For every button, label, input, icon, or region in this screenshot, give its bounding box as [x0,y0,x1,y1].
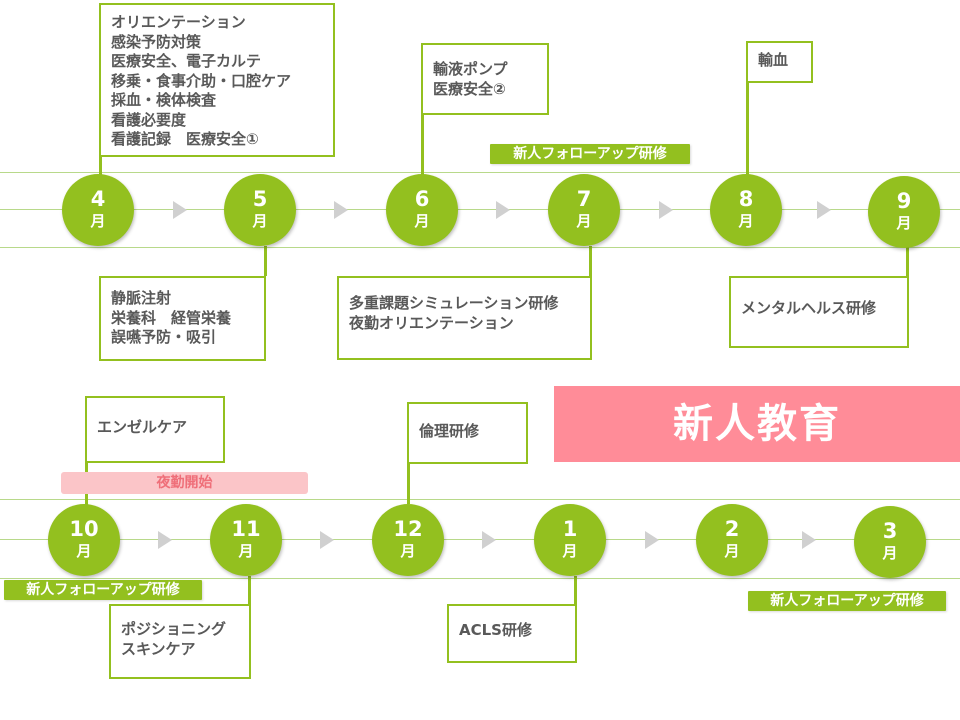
arrow-right-icon [173,201,187,219]
month-circle-jul: 7 月 [548,174,620,246]
arrow-right-icon [645,531,659,549]
badge-followup-october: 新人フォローアップ研修 [4,580,202,600]
month-circle-jun: 6 月 [386,174,458,246]
connector-dec [407,462,410,504]
box-august-topics: 輸血 [746,41,813,83]
month-number: 8 [738,187,754,211]
month-suffix: 月 [562,542,578,560]
box-june-bottom-topics: 多重課題シミュレーション研修 夜勤オリエンテーション [337,276,592,360]
month-circle-aug: 8 月 [710,174,782,246]
month-circle-sep: 9 月 [868,176,940,248]
arrow-right-icon [802,531,816,549]
month-circle-oct: 10 月 [48,504,120,576]
box-april-topics: オリエンテーション 感染予防対策 医療安全、電子カルテ 移乗・食事介助・口腔ケア… [99,3,335,157]
badge-followup-july: 新人フォローアップ研修 [490,144,690,164]
month-suffix: 月 [400,542,416,560]
connector-apr [99,156,102,176]
row2-line-top [0,499,960,500]
month-number: 2 [724,517,740,541]
connector-sep [906,246,909,276]
month-suffix: 月 [238,542,254,560]
box-may-topics: 静脈注射 栄養科 経管栄養 誤嚥予防・吸引 [99,276,266,361]
month-number: 9 [896,189,912,213]
month-circle-jan: 1 月 [534,504,606,576]
arrow-right-icon [817,201,831,219]
month-suffix: 月 [882,544,898,562]
month-number: 1 [562,517,578,541]
box-june-top-topics: 輸液ポンプ 医療安全② [421,43,549,115]
month-circle-nov: 11 月 [210,504,282,576]
connector-jan [574,576,577,606]
row1-line-top [0,172,960,173]
box-september-topics: メンタルヘルス研修 [729,276,909,348]
box-november-topics: ポジショニング スキンケア [109,604,251,679]
month-suffix: 月 [414,212,430,230]
month-suffix: 月 [738,212,754,230]
page-title: 新人教育 [554,386,960,462]
month-circle-apr: 4 月 [62,174,134,246]
month-number: 6 [414,187,430,211]
box-december-topics: 倫理研修 [407,402,528,464]
month-number: 4 [90,187,106,211]
row2-line-bottom [0,578,960,579]
month-number: 5 [252,187,268,211]
month-number: 10 [69,517,99,541]
arrow-right-icon [158,531,172,549]
badge-followup-march: 新人フォローアップ研修 [748,591,946,611]
month-number: 11 [231,517,261,541]
connector-may [264,246,267,276]
arrow-right-icon [482,531,496,549]
row2-line-mid [0,539,960,540]
month-suffix: 月 [724,542,740,560]
month-circle-mar: 3 月 [854,506,926,578]
box-january-topics: ACLS研修 [447,604,577,663]
connector-jun-top [421,114,424,176]
month-suffix: 月 [76,542,92,560]
connector-aug [746,81,749,176]
month-number: 12 [393,517,423,541]
month-circle-may: 5 月 [224,174,296,246]
box-october-topics: エンゼルケア [85,396,225,463]
row1-line-bottom [0,247,960,248]
month-suffix: 月 [90,212,106,230]
row1-line-mid [0,209,960,210]
connector-nov [248,576,251,606]
month-circle-dec: 12 月 [372,504,444,576]
arrow-right-icon [334,201,348,219]
month-suffix: 月 [576,212,592,230]
month-circle-feb: 2 月 [696,504,768,576]
month-suffix: 月 [252,212,268,230]
month-number: 3 [882,519,898,543]
connector-jun-bottom [589,246,592,276]
arrow-right-icon [320,531,334,549]
month-suffix: 月 [896,214,912,232]
arrow-right-icon [659,201,673,219]
badge-night-shift-start: 夜勤開始 [61,472,308,494]
month-number: 7 [576,187,592,211]
arrow-right-icon [496,201,510,219]
